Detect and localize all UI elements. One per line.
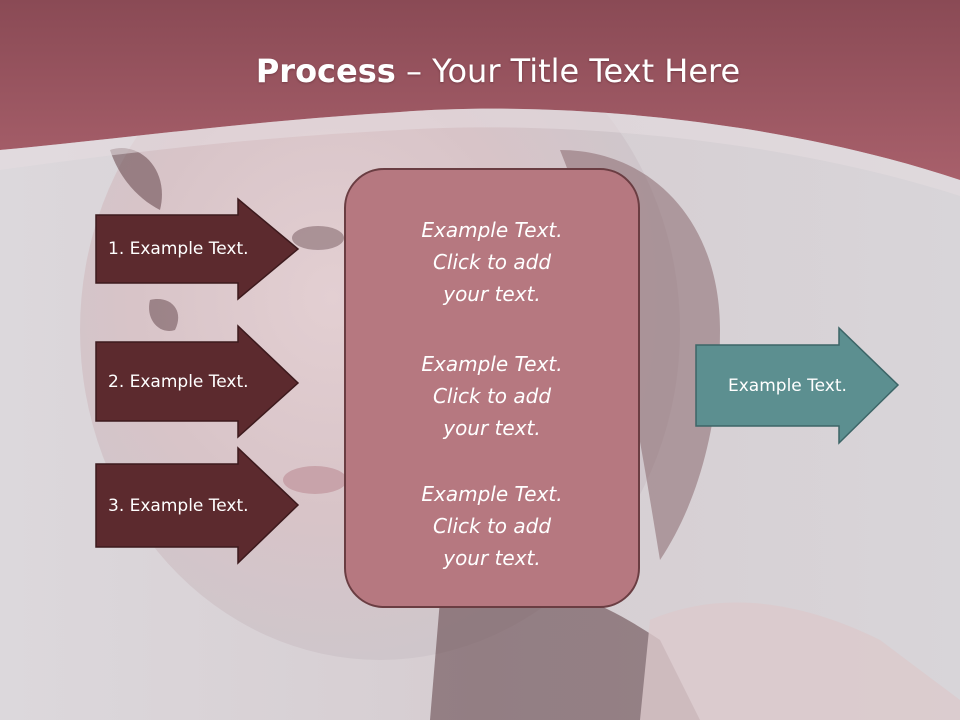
text-line: your text. <box>443 546 541 570</box>
right-arrow-icon <box>95 197 300 301</box>
step-arrow-2[interactable]: 2. Example Text. <box>95 324 300 439</box>
step-arrow-label: 2. Example Text. <box>108 371 249 392</box>
output-arrow[interactable]: Example Text. <box>695 326 900 445</box>
slide-title: Process – Your Title Text Here <box>0 52 960 90</box>
text-line: your text. <box>443 282 541 306</box>
header-band <box>0 0 960 196</box>
text-line: Click to add <box>432 250 552 274</box>
center-text-block-3: Example Text. Click to add your text. <box>346 478 638 574</box>
center-text-block-2: Example Text. Click to add your text. <box>346 348 638 444</box>
output-arrow-label: Example Text. <box>728 375 847 396</box>
text-line: Example Text. <box>421 352 563 376</box>
text-line: Example Text. <box>421 218 563 242</box>
text-line: Click to add <box>432 384 552 408</box>
step-arrow-3[interactable]: 3. Example Text. <box>95 446 300 565</box>
text-line: Example Text. <box>421 482 563 506</box>
right-arrow-icon <box>695 326 900 445</box>
text-line: Click to add <box>432 514 552 538</box>
center-text-box[interactable]: Example Text. Click to add your text. Ex… <box>344 168 640 608</box>
step-arrow-1[interactable]: 1. Example Text. <box>95 197 300 301</box>
step-arrow-label: 1. Example Text. <box>108 239 249 259</box>
step-arrow-label: 3. Example Text. <box>108 495 249 516</box>
right-arrow-icon <box>95 324 300 439</box>
title-separator: – <box>395 52 433 90</box>
right-arrow-icon <box>95 446 300 565</box>
title-rest: Your Title Text Here <box>432 52 741 90</box>
title-bold-part: Process <box>255 52 396 90</box>
text-line: your text. <box>443 416 541 440</box>
center-text-block-1: Example Text. Click to add your text. <box>346 214 638 310</box>
